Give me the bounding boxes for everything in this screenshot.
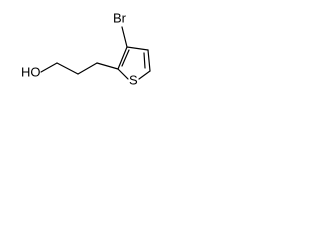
bond-c3-ring	[96, 62, 119, 70]
bond-c3-c4-ring	[126, 46, 149, 51]
bond-c2-c3	[77, 62, 98, 75]
bond-s-c2-ring	[117, 68, 129, 80]
bond-c5-s-ring	[138, 70, 151, 80]
bond-c3-br	[121, 26, 128, 48]
bond-c2-c3-ring-inner	[121, 49, 130, 67]
bond-c1-c2	[56, 62, 79, 75]
molecule-structure: HO Br S	[21, 10, 151, 87]
bromine-label: Br	[113, 10, 127, 25]
sulfur-label: S	[129, 72, 138, 87]
bond-c4-c5-ring-inner	[143, 52, 146, 69]
hydroxyl-label: HO	[21, 64, 41, 79]
bond-c2-c3-ring	[117, 46, 128, 70]
bond-o-c1	[40, 62, 58, 73]
bond-c4-c5-ring	[147, 49, 151, 72]
